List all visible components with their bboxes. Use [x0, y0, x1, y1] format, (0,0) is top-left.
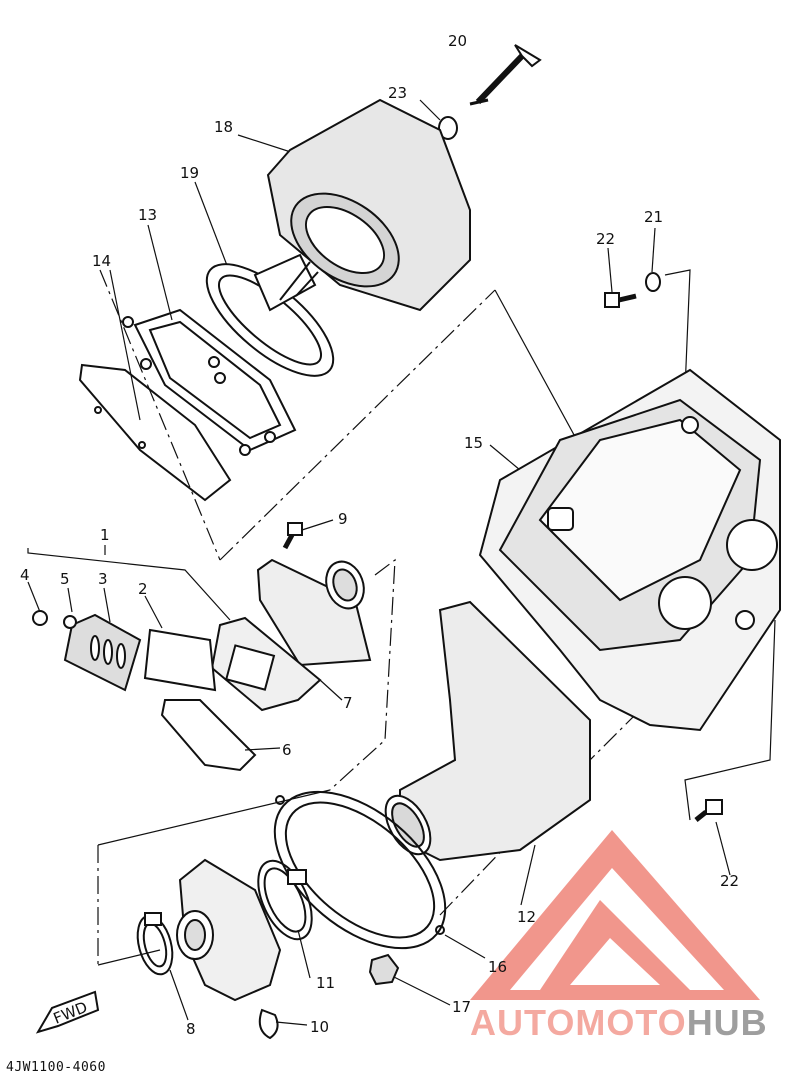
callout-12: 12	[517, 908, 536, 926]
callout-1: 1	[100, 526, 110, 544]
watermark-moto: MOTO	[575, 1002, 687, 1043]
callout-21: 21	[644, 208, 663, 226]
bolt-20-icon	[469, 44, 542, 106]
callout-20: 20	[448, 32, 467, 50]
callout-8: 8	[186, 1020, 196, 1038]
gasket-6-icon	[160, 699, 257, 772]
watermark-auto: AUTO	[470, 1002, 576, 1043]
air-joint-12-icon	[384, 600, 591, 862]
callout-9: 9	[338, 510, 348, 528]
filter-guide-19-icon	[205, 253, 335, 377]
callout-4: 4	[20, 566, 30, 584]
reed-petal-2-icon	[143, 628, 217, 692]
washer-23-icon	[438, 116, 458, 140]
callout-numbers: 1 2 3 4 5 6 7 8 9 10 11 12 13 14 15 16 1…	[20, 32, 739, 1038]
fwd-arrow-icon: FWD	[35, 990, 100, 1034]
callout-13: 13	[138, 206, 157, 224]
air-filter-18-icon	[266, 98, 471, 312]
screw-9-icon	[282, 522, 303, 550]
callout-16: 16	[488, 958, 507, 976]
screw-4-icon	[32, 610, 48, 626]
callout-23: 23	[388, 84, 407, 102]
clamp-8-icon	[136, 912, 174, 976]
callout-22-top: 22	[596, 230, 615, 248]
watermark-logo-icon	[470, 830, 760, 1000]
bolt-22-bottom-icon	[694, 799, 723, 822]
callout-17: 17	[452, 998, 471, 1016]
washer-5-icon	[63, 615, 77, 629]
callout-10: 10	[310, 1018, 329, 1036]
callout-18: 18	[214, 118, 233, 136]
reed-stopper-3-icon	[63, 613, 142, 692]
callout-6: 6	[282, 741, 292, 759]
callout-3: 3	[98, 570, 108, 588]
air-box-15-icon	[478, 368, 781, 732]
carburetor-icon	[176, 858, 282, 1002]
callout-5: 5	[60, 570, 70, 588]
washer-21-icon	[645, 272, 661, 292]
clamp-11-icon	[257, 859, 313, 941]
gasket-14-icon	[78, 363, 232, 502]
plate-16-icon	[273, 790, 447, 950]
callout-2: 2	[138, 580, 148, 598]
callout-14: 14	[92, 252, 111, 270]
bolt-22-top-icon	[604, 292, 637, 308]
callout-22-bottom: 22	[720, 872, 739, 890]
clip-10-icon	[258, 1008, 279, 1040]
callout-11: 11	[316, 974, 335, 992]
callout-15: 15	[464, 434, 483, 452]
watermark-text: AUTOMOTOHUB	[470, 1002, 768, 1044]
watermark-hub: HUB	[686, 1002, 768, 1043]
diagram-code: 4JW1100-4060	[6, 1060, 106, 1075]
nut-17-icon	[368, 953, 400, 986]
manifold-7-icon	[256, 558, 372, 667]
callout-7: 7	[343, 694, 353, 712]
callout-19: 19	[180, 164, 199, 182]
frame-13-icon	[122, 308, 297, 456]
fwd-label: FWD	[51, 998, 90, 1028]
